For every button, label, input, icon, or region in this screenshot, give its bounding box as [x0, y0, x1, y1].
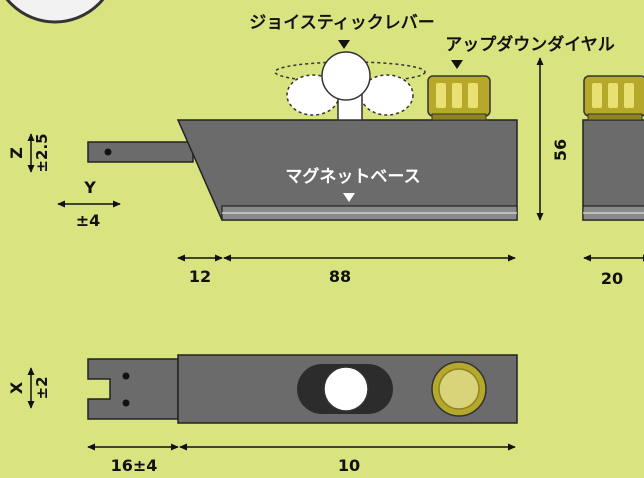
end-view: [582, 75, 644, 221]
magnet-base-label: マグネットベース: [285, 166, 420, 187]
updown-dial-label: アップダウンダイヤル: [445, 34, 615, 55]
top-view-fork: [87, 358, 179, 420]
height-56-label: 56: [551, 139, 570, 161]
z-tolerance-label: ±2.5: [33, 133, 51, 172]
len-12-label: 12: [189, 267, 211, 286]
side-arm: [87, 141, 194, 163]
height-dimension: 56: [536, 57, 570, 221]
x-dimension: X ±2: [7, 367, 51, 409]
updown-dial-icon: [427, 75, 491, 121]
magnet-pointer-icon: [343, 193, 355, 202]
top-view-body: [177, 354, 518, 424]
x-tolerance-label: ±2: [33, 376, 51, 399]
y-dimension: Y ±4: [57, 178, 121, 230]
len-88-label: 88: [329, 267, 351, 286]
x-axis-label: X: [7, 381, 26, 394]
joystick-pointer-icon: [338, 40, 350, 49]
side-body: [176, 119, 518, 221]
y-axis-label: Y: [83, 178, 96, 197]
len-10-label: 10: [338, 456, 360, 475]
z-axis-label: Z: [7, 147, 26, 159]
width-dimension: 20: [583, 254, 644, 288]
length-dimension-side: 12 88: [177, 254, 516, 286]
z-dimension: Z ±2.5: [7, 133, 51, 173]
corner-circle: [5, 0, 105, 24]
width-20-label: 20: [601, 269, 623, 288]
length-dimension-top: 16±4 10: [87, 443, 516, 475]
len-16-label: 16±4: [111, 456, 158, 475]
joystick-lever-icon: [274, 51, 426, 121]
updown-pointer-icon: [451, 60, 463, 69]
joystick-lever-label: ジョイスティックレバー: [249, 13, 434, 33]
y-tolerance-label: ±4: [76, 211, 101, 230]
